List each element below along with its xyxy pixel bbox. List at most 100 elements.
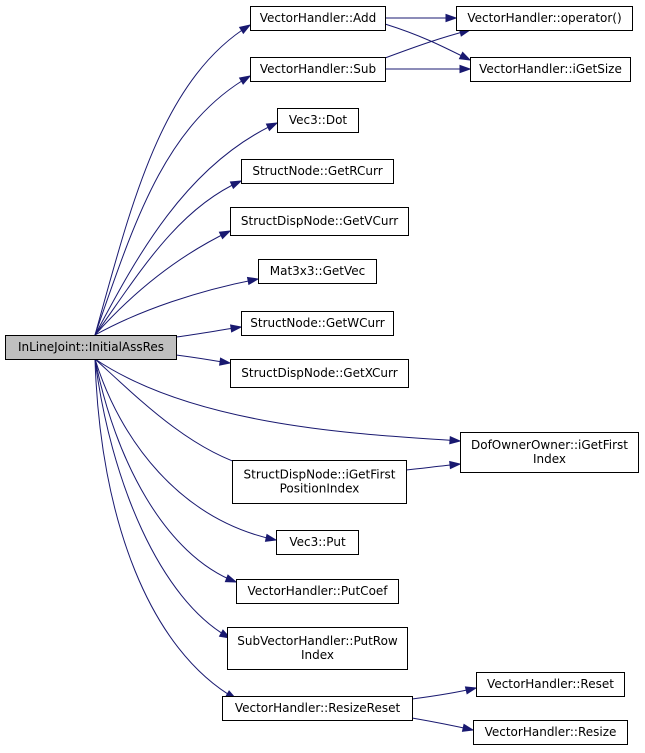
arrowhead-icon [449, 436, 462, 445]
arrowhead-icon [230, 324, 243, 333]
node-resize[interactable]: VectorHandler::Resize [473, 720, 628, 745]
node-label: VectorHandler::iGetSize [479, 62, 622, 76]
node-root[interactable]: InLineJoint::InitialAssRes [5, 335, 177, 360]
edge-line [94, 24, 251, 336]
node-box[interactable] [241, 159, 394, 184]
node-label: VectorHandler::operator() [467, 11, 621, 25]
edge-sdpi-to-dofo [405, 460, 462, 471]
node-label: DofOwnerOwner::iGetFirst [471, 438, 628, 452]
node-dot[interactable]: Vec3::Dot [277, 108, 359, 133]
node-box[interactable] [230, 359, 409, 388]
node-label: VectorHandler::Reset [487, 677, 614, 691]
edge-rsr-to-resize [411, 717, 475, 732]
node-box[interactable] [250, 6, 386, 31]
arrowhead-icon [264, 533, 278, 542]
node-label: VectorHandler::Sub [260, 62, 376, 76]
arrowhead-icon [238, 75, 252, 85]
edge-line [94, 230, 231, 336]
node-label: SubVectorHandler::PutRow [237, 634, 398, 648]
arrowhead-icon [464, 686, 478, 695]
node-rsr[interactable]: VectorHandler::ResizeReset [222, 696, 413, 721]
node-grc[interactable]: StructNode::GetRCurr [241, 159, 394, 184]
edge-root-to-add [94, 24, 252, 336]
edge-add-to-oper [385, 13, 458, 23]
edge-rsr-to-reset [411, 686, 478, 700]
edge-root-to-put [94, 358, 278, 542]
node-box[interactable] [277, 108, 359, 133]
node-box[interactable] [456, 6, 633, 31]
node-label: StructNode::GetWCurr [250, 316, 385, 330]
node-box[interactable] [230, 207, 409, 236]
node-box[interactable] [227, 627, 408, 670]
node-box[interactable] [222, 696, 413, 721]
node-gwc[interactable]: StructNode::GetWCurr [241, 311, 394, 336]
node-label: VectorHandler::Resize [485, 725, 617, 739]
node-label: Index [301, 648, 334, 662]
edge-line [94, 358, 251, 468]
edge-line [94, 278, 259, 336]
arrowhead-icon [459, 64, 472, 74]
node-igs[interactable]: VectorHandler::iGetSize [470, 57, 631, 82]
node-label: VectorHandler::PutCoef [247, 584, 388, 598]
arrowhead-icon [461, 723, 475, 732]
node-box[interactable] [460, 432, 639, 473]
node-label: Mat3x3::GetVec [270, 264, 366, 278]
node-gxc[interactable]: StructDispNode::GetXCurr [230, 359, 409, 388]
node-box[interactable] [236, 579, 399, 604]
arrowhead-icon [218, 230, 232, 240]
node-box[interactable] [276, 530, 359, 555]
edges-layer [94, 13, 478, 732]
edge-root-to-sdpi [94, 358, 252, 469]
edge-root-to-gvc [94, 230, 232, 336]
node-box[interactable] [470, 57, 631, 82]
arrowhead-icon [224, 574, 238, 583]
arrowhead-icon [238, 24, 252, 35]
node-box[interactable] [258, 259, 377, 284]
node-label: VectorHandler::Add [260, 11, 377, 25]
node-box[interactable] [5, 335, 177, 360]
node-label: VectorHandler::ResizeReset [235, 701, 401, 715]
node-label: StructDispNode::GetVCurr [241, 214, 398, 228]
node-label: StructDispNode::iGetFirst [244, 468, 396, 482]
arrowhead-icon [458, 51, 472, 61]
edge-line [94, 358, 461, 442]
node-gvc[interactable]: StructDispNode::GetVCurr [230, 207, 409, 236]
node-box[interactable] [476, 672, 625, 697]
edge-root-to-putrow [94, 358, 232, 639]
edge-root-to-dot [94, 122, 279, 336]
edge-root-to-putcoef [94, 358, 238, 583]
edge-line [94, 358, 237, 583]
node-label: Vec3::Put [289, 535, 346, 549]
node-label: StructDispNode::GetXCurr [241, 366, 397, 380]
node-box[interactable] [250, 57, 386, 82]
node-put[interactable]: Vec3::Put [276, 530, 359, 555]
node-label: PositionIndex [280, 482, 360, 496]
node-reset[interactable]: VectorHandler::Reset [476, 672, 625, 697]
edge-line [94, 358, 277, 541]
node-sub[interactable]: VectorHandler::Sub [250, 57, 386, 82]
node-gvec[interactable]: Mat3x3::GetVec [258, 259, 377, 284]
edge-root-to-gxc [175, 354, 232, 366]
node-oper[interactable]: VectorHandler::operator() [456, 6, 633, 31]
nodes-layer: InLineJoint::InitialAssResVectorHandler:… [5, 6, 639, 745]
arrowhead-icon [265, 122, 279, 132]
node-label: Index [533, 452, 566, 466]
node-box[interactable] [241, 311, 394, 336]
arrowhead-icon [219, 357, 232, 366]
node-putcoef[interactable]: VectorHandler::PutCoef [236, 579, 399, 604]
node-box[interactable] [473, 720, 628, 745]
edge-root-to-dofo [94, 358, 462, 445]
node-add[interactable]: VectorHandler::Add [250, 6, 386, 31]
edge-line [94, 358, 237, 700]
edge-root-to-gvec [94, 276, 260, 336]
node-box[interactable] [232, 460, 407, 504]
edge-line [94, 75, 251, 336]
edge-root-to-gwc [175, 324, 243, 338]
arrowhead-icon [246, 276, 260, 286]
edge-add-to-igs [384, 23, 472, 61]
edge-root-to-grc [94, 180, 243, 336]
